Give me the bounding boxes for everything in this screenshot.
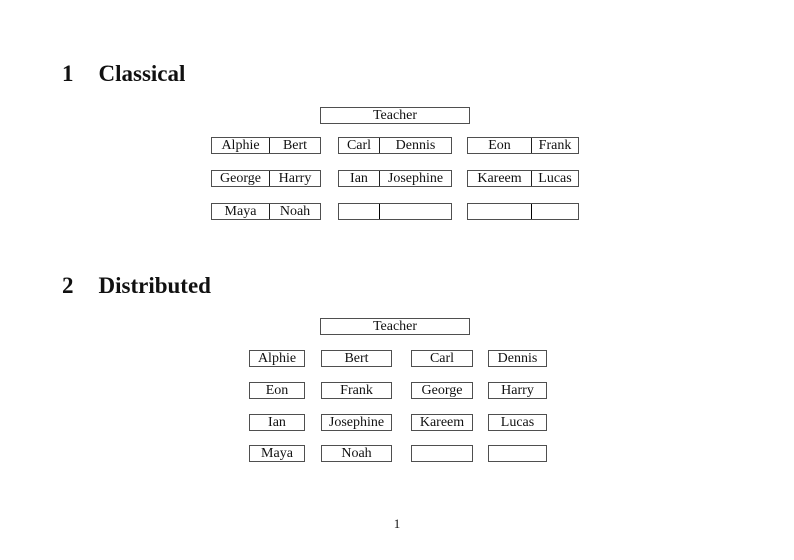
desk-pair: Maya Noah (211, 203, 321, 220)
desk-single-empty (488, 445, 547, 462)
desk-pair: Eon Frank (467, 137, 579, 154)
desk-seat (380, 204, 451, 219)
desk-single: Eon (249, 382, 305, 399)
desk-single: Dennis (488, 350, 547, 367)
page-number: 1 (393, 516, 401, 531)
desk-single: Josephine (321, 414, 392, 431)
desk-single: Maya (249, 445, 305, 462)
teacher-label: Teacher (372, 319, 418, 334)
desk-seat: Eon (468, 138, 532, 153)
desk-seat (468, 204, 532, 219)
desk-seat: Maya (261, 446, 293, 461)
desk-single-empty (411, 445, 473, 462)
desk-seat: Alphie (212, 138, 270, 153)
desk-seat: Ian (339, 171, 380, 186)
desk-seat: Frank (340, 383, 373, 398)
desk-seat: Frank (538, 138, 572, 153)
section-number: 2 (62, 273, 74, 298)
teacher-box: Teacher (320, 318, 470, 335)
desk-seat: Dennis (395, 138, 436, 153)
desk-pair: Carl Dennis (338, 137, 452, 154)
desk-single: Lucas (488, 414, 547, 431)
desk-single: Ian (249, 414, 305, 431)
desk-single: George (411, 382, 473, 399)
desk-seat: Bert (344, 351, 369, 366)
section-heading-classical: 1 Classical (62, 61, 185, 87)
desk-seat: Dennis (497, 351, 538, 366)
desk-seat: Maya (212, 204, 270, 219)
desk-single: Harry (488, 382, 547, 399)
desk-seat: Harry (278, 171, 312, 186)
desk-seat: Bert (282, 138, 308, 153)
desk-pair: Ian Josephine (338, 170, 452, 187)
desk-seat: Eon (265, 383, 289, 398)
desk-seat: Lucas (538, 171, 572, 186)
section-number: 1 (62, 61, 74, 86)
desk-seat: Kareem (468, 171, 532, 186)
desk-seat: Harry (501, 383, 534, 398)
desk-seat: Kareem (419, 415, 465, 430)
desk-single: Bert (321, 350, 392, 367)
desk-pair: Alphie Bert (211, 137, 321, 154)
teacher-box: Teacher (320, 107, 470, 124)
section-heading-distributed: 2 Distributed (62, 273, 211, 299)
desk-seat (532, 204, 578, 219)
desk-pair: Kareem Lucas (467, 170, 579, 187)
desk-pair-empty (338, 203, 452, 220)
desk-seat: Noah (279, 204, 311, 219)
desk-seat: Noah (341, 446, 372, 461)
desk-seat: Carl (429, 351, 455, 366)
desk-single: Frank (321, 382, 392, 399)
desk-single: Kareem (411, 414, 473, 431)
desk-seat: Lucas (500, 415, 535, 430)
teacher-label: Teacher (372, 108, 418, 123)
desk-single: Noah (321, 445, 392, 462)
desk-pair-empty (467, 203, 579, 220)
desk-seat: Carl (339, 138, 380, 153)
desk-seat: Josephine (387, 171, 444, 186)
desk-seat: Josephine (328, 415, 385, 430)
desk-seat (339, 204, 380, 219)
section-title: Classical (98, 61, 186, 86)
section-title: Distributed (98, 273, 211, 298)
desk-seat: Alphie (257, 351, 297, 366)
desk-seat: George (421, 383, 463, 398)
desk-seat: Ian (268, 415, 286, 430)
desk-single: Carl (411, 350, 473, 367)
desk-pair: George Harry (211, 170, 321, 187)
desk-single: Alphie (249, 350, 305, 367)
desk-seat: George (212, 171, 270, 186)
